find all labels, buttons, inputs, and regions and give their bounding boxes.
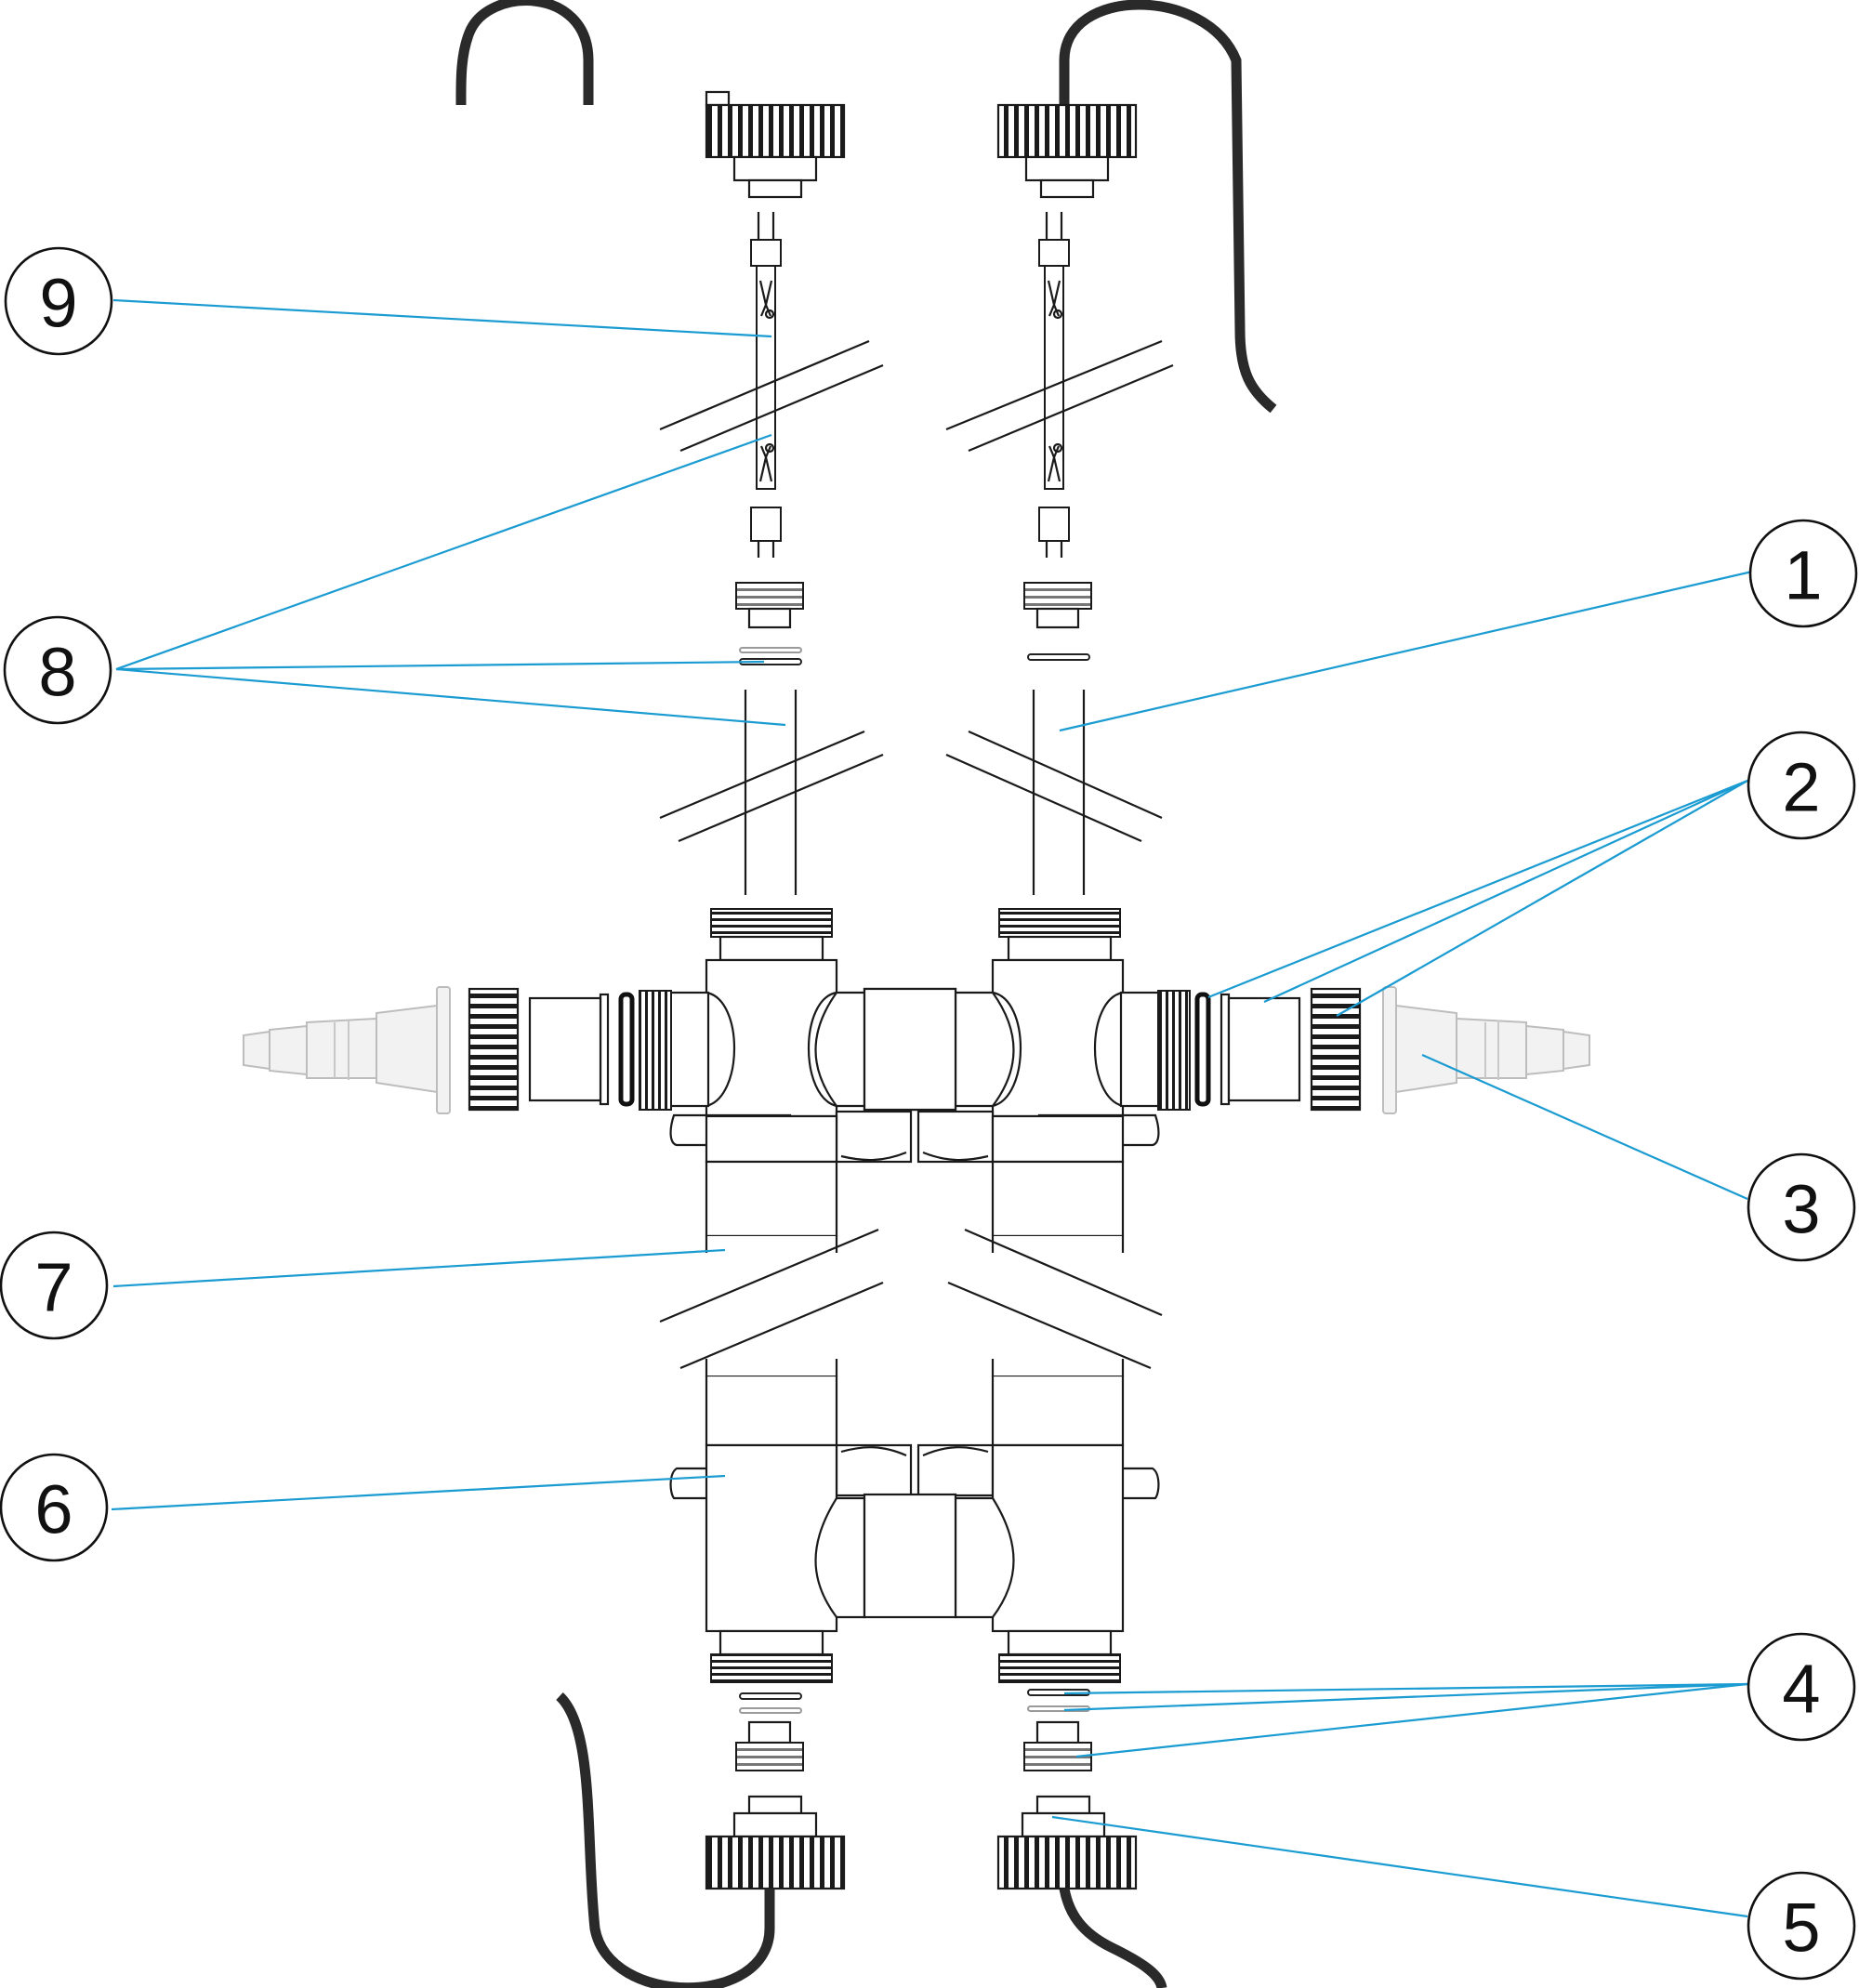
sleeve-nut-top-right [1023,582,1092,629]
side-port-right [1119,987,1362,1112]
o-ring-top-right [1027,653,1090,661]
hose-tail-left [243,986,451,1114]
callout-2: 2 [1747,731,1856,840]
power-cable-bottom-right [1059,1887,1167,1988]
callout-5: 5 [1747,1871,1856,1981]
lamp-cap-top-right [996,103,1138,199]
callouts: 1 2 3 4 5 6 7 8 9 [0,246,1858,1981]
callout-label: 3 [1782,1171,1820,1248]
power-cable-bottom-left [555,1692,775,1988]
callout-6: 6 [0,1453,109,1562]
housing-lower-right [991,1443,1125,1633]
callout-7: 7 [0,1231,109,1340]
callout-circle [0,1231,109,1340]
housing-lower-left [705,1443,838,1633]
sleeve-nut-top-left [735,582,804,629]
callout-circle [3,615,112,725]
housing-thread-top-left [710,908,833,938]
uv-lamp-right [1038,212,1070,558]
lamp-cap-bottom-right [996,1795,1138,1890]
housing-thread-top-right [998,908,1121,938]
break-mark-upper [659,339,1174,453]
lamp-cap-top-left [705,90,846,199]
uv-lamp-left [750,212,782,558]
o-ring-bottom-left [739,1692,802,1714]
power-cable-top-left [455,0,594,106]
quartz-sleeve-left [744,690,798,895]
callout-label: 4 [1782,1651,1820,1728]
callout-label: 1 [1784,537,1822,614]
callout-circle [1747,1152,1856,1262]
callout-circle [1747,1871,1856,1981]
quartz-sleeve-right [1032,690,1086,895]
lamp-cap-bottom-left [705,1795,846,1890]
sleeve-nut-bottom-left [735,1720,804,1771]
power-cable-top-right [1059,0,1277,414]
housing-thread-bottom-right [998,1653,1121,1683]
callout-label: 2 [1782,749,1820,826]
callout-circle [4,246,113,356]
bridge-lower [814,1493,1015,1619]
sleeve-nut-bottom-right [1023,1720,1092,1771]
leader-lines [111,298,1753,1918]
callout-label: 6 [34,1471,73,1548]
break-mark-middle [659,730,1163,843]
callout-8: 8 [3,615,112,725]
callout-3: 3 [1747,1152,1856,1262]
callout-label: 7 [34,1249,73,1326]
callout-label: 8 [38,634,76,711]
callout-circle [1747,731,1856,840]
callout-4: 4 [1747,1632,1856,1742]
side-port-left [468,987,710,1112]
break-mark-lower [651,1228,1171,1376]
callout-circle [0,1453,109,1562]
callout-label: 5 [1782,1889,1820,1967]
hose-tail-right [1382,986,1590,1114]
housing-thread-bottom-left [710,1653,833,1683]
callout-circle [1748,519,1858,628]
callout-1: 1 [1748,519,1858,628]
bridge-upper [814,991,866,1108]
callout-circle [1747,1632,1856,1742]
callout-label: 9 [39,265,77,342]
callout-9: 9 [4,246,113,356]
